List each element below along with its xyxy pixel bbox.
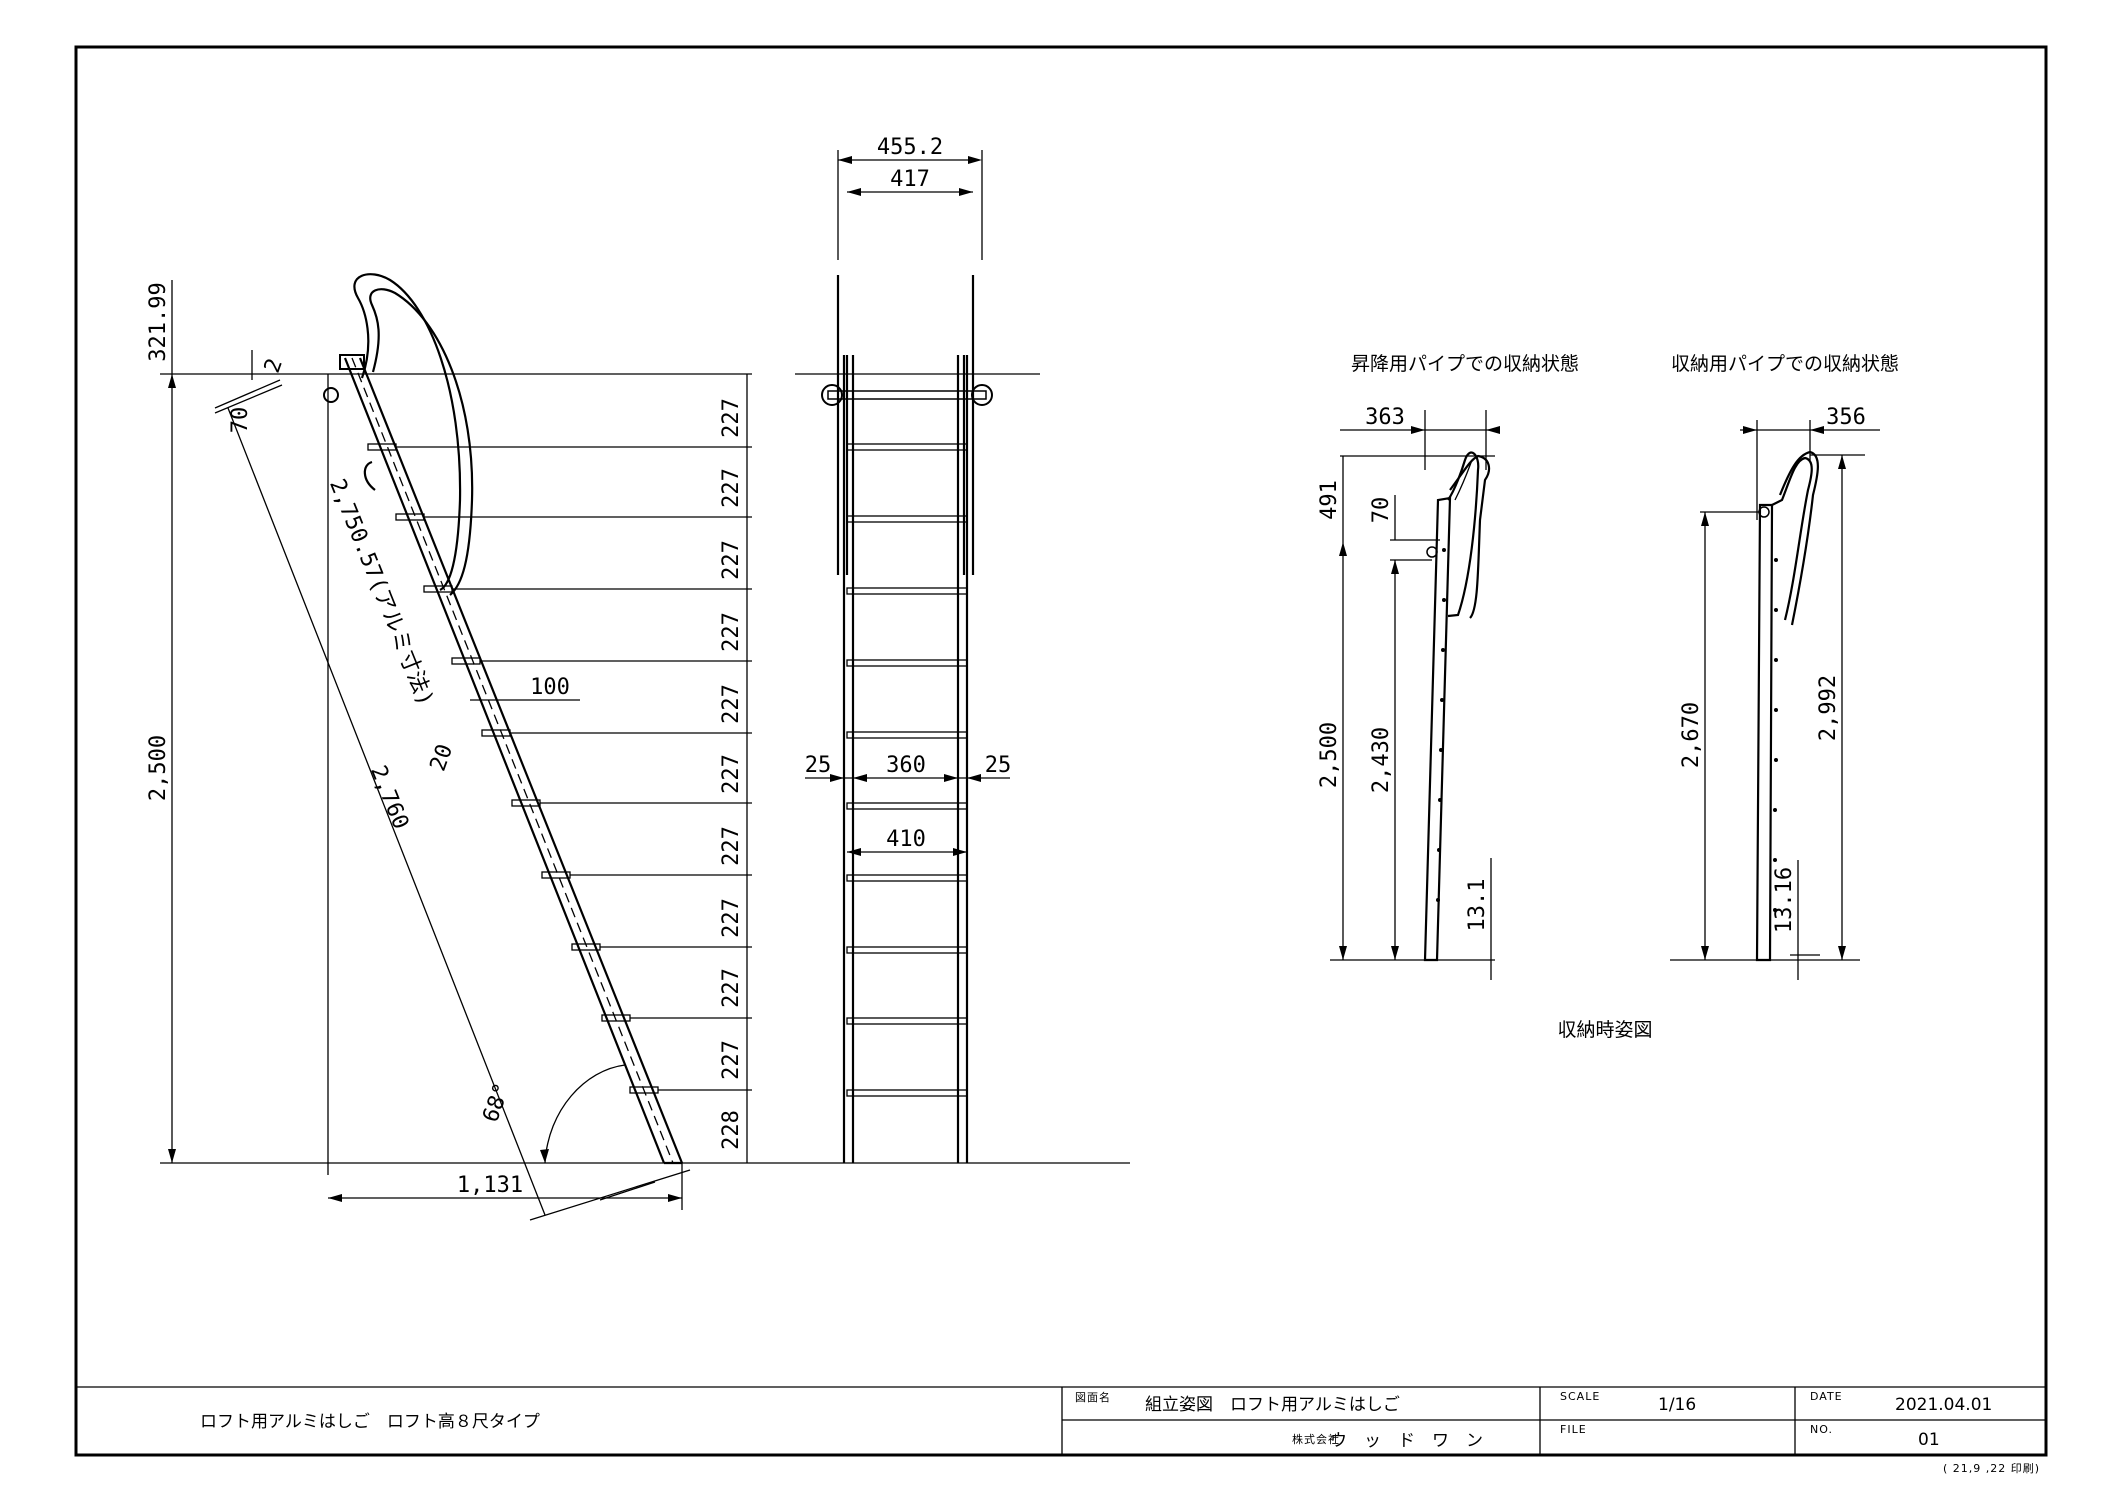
storage-section-title: 収納時姿図 [1557,1019,1652,1041]
print-note: ( 21,9 ,22 印刷) [1943,1462,2040,1475]
project-label: 図面名 [1075,1390,1111,1404]
dim-inner-width: 417 [890,167,930,192]
dim-depth-100: 100 [530,675,570,700]
project-value: 組立姿図 ロフト用アルミはしご [1145,1395,1400,1415]
no-value: 01 [1918,1430,1940,1450]
dim-angle: 68° [478,1080,515,1126]
pitch-10: 227 [719,1040,744,1080]
pitch-5: 227 [719,684,744,724]
handrail [353,273,462,591]
no-label: NO. [1810,1423,1833,1436]
storage-2-rail-height: 2,670 [1679,702,1704,768]
storage-2-step-marks [1773,558,1778,912]
storage-view-2-title: 収納用パイプでの収納状態 [1671,353,1899,375]
storage-1-hook-height: 491 [1317,480,1342,520]
storage-view-1-title: 昇降用パイプでの収納状態 [1351,353,1579,375]
date-label: DATE [1810,1390,1843,1403]
step-extension-lines [345,373,752,1163]
dim-offset-70: 70 [228,407,253,434]
company-prefix: 株式会社 [1292,1432,1340,1446]
pitch-2: 227 [719,468,744,508]
dim-depth-20: 20 [426,741,459,774]
storage-view-2: 収納用パイプでの収納状態 356 2,670 2,992 13. [1670,353,1899,980]
dim-offset-2: 2 [260,355,288,376]
storage-1-hook-gap: 70 [1369,497,1394,524]
pitch-11: 228 [719,1110,744,1150]
pitch-4: 227 [719,612,744,652]
storage-2-foot-offset: 13.16 [1772,867,1797,933]
scale-label: SCALE [1560,1390,1600,1403]
dim-top-extension: 321.99 [146,282,171,361]
front-rungs [846,443,968,1097]
dim-step-width: 360 [886,753,926,778]
storage-1-rail-height: 2,430 [1369,727,1394,793]
dim-base-width: 1,131 [457,1173,523,1198]
sheet-border [74,45,2048,1457]
storage-1-offset-top: 363 [1365,405,1405,430]
dim-total-length: 2,760 [365,762,413,833]
storage-1-step-marks [1436,548,1446,902]
storage-2-total-height: 2,992 [1816,675,1841,741]
dim-rail-left: 25 [805,753,832,778]
storage-1-total-height: 2,500 [1317,722,1342,788]
dim-rail-right: 25 [985,753,1012,778]
pitch-1: 227 [719,398,744,438]
pitch-8: 227 [719,898,744,938]
storage-2-offset-top: 356 [1826,405,1866,430]
company-name: ウ ッ ド ワ ン [1330,1431,1483,1451]
front-view: 455.2 417 25 360 25 410 [795,135,1040,1163]
dim-outer-width: 455.2 [877,135,943,160]
side-view: 227 227 227 227 227 227 227 227 227 227 … [146,273,1130,1221]
storage-view-1: 昇降用パイプでの収納状態 363 491 70 2,500 [1317,353,1579,980]
dim-total-height: 2,500 [146,735,171,801]
drawing-name: ロフト用アルミはしご ロフト高８尺タイプ [200,1412,540,1432]
dim-rail-span: 410 [886,827,926,852]
pitch-6: 227 [719,754,744,794]
storage-1-foot-offset: 13.1 [1465,879,1490,932]
title-block: ロフト用アルミはしご ロフト高８尺タイプ 図面名 組立姿図 ロフト用アルミはしご… [76,1386,2046,1475]
file-label: FILE [1560,1423,1587,1436]
ladder-side-rails [339,354,684,1165]
date-value: 2021.04.01 [1895,1395,1992,1415]
scale-value: 1/16 [1658,1395,1696,1415]
pitch-7: 227 [719,826,744,866]
pitch-9: 227 [719,968,744,1008]
step-pitch-labels: 227 227 227 227 227 227 227 227 227 227 … [719,398,744,1150]
pitch-3: 227 [719,540,744,580]
